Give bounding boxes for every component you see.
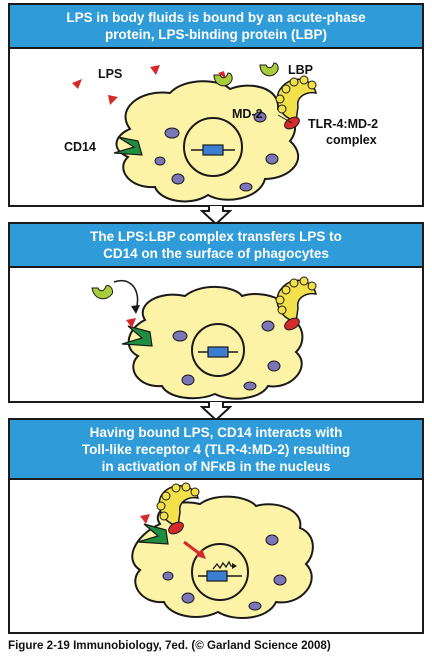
label-lbp: LBP (288, 63, 313, 77)
nfkb-gene (202, 144, 224, 156)
label-cd14: CD14 (64, 140, 96, 154)
panel-1-title-line1: LPS in body fluids is bound by an acute-… (66, 10, 366, 25)
panel-tlr4-activation: Having bound LPS, CD14 interacts with To… (8, 418, 424, 634)
panel-1-header: LPS in body fluids is bound by an acute-… (10, 5, 422, 49)
lbp-protein (259, 62, 279, 77)
vesicle (248, 601, 262, 611)
vesicle (171, 173, 185, 185)
vesicle (265, 153, 279, 165)
lbp-protein (213, 72, 233, 87)
cd14-receptor (113, 136, 143, 156)
panel-2-illustration (91, 276, 318, 400)
vesicle (253, 111, 267, 123)
panel-2-header: The LPS:LBP complex transfers LPS to CD1… (10, 224, 422, 268)
down-arrow-icon (200, 401, 232, 421)
nfkb-gene (206, 570, 228, 582)
vesicle (273, 574, 287, 586)
vesicle (154, 156, 166, 166)
vesicle (181, 374, 195, 386)
label-complex: complex (326, 133, 377, 147)
transcription-arrow (212, 560, 234, 570)
vesicle (239, 182, 253, 192)
panel-2-title-line1: The LPS:LBP complex transfers LPS to (90, 229, 342, 244)
lps-molecule (140, 514, 150, 524)
panel-3-header: Having bound LPS, CD14 interacts with To… (10, 420, 422, 480)
panel-3-title-line1: Having bound LPS, CD14 interacts with (89, 424, 343, 440)
panel-2-title-line2: CD14 on the surface of phagocytes (103, 246, 329, 261)
vesicle (265, 534, 279, 546)
vesicle (181, 592, 195, 604)
vesicle (172, 330, 188, 342)
nfkb-gene (207, 346, 229, 358)
vesicle (164, 127, 180, 139)
lps-molecule (150, 65, 160, 75)
panel-3-title-line2: Toll-like receptor 4 (TLR-4:MD-2) result… (81, 441, 351, 457)
panel-1-illustration (72, 62, 318, 203)
panel-3-title-line3: in activation of NFκB in the nucleus (101, 458, 331, 474)
label-tlr4-md2: TLR-4:MD-2 (308, 117, 379, 131)
lps-molecule (126, 318, 136, 328)
panel-cd14-transfer: The LPS:LBP complex transfers LPS to CD1… (8, 222, 424, 403)
vesicle (267, 360, 281, 372)
panel-3-illustration (131, 482, 314, 619)
vesicle (261, 320, 275, 332)
panel-lbp-binding: LPS in body fluids is bound by an acute-… (8, 3, 424, 207)
lps-molecule (72, 79, 82, 89)
panel-1-title-line2: protein, LPS-binding protein (LBP) (105, 27, 327, 42)
md2-protein (284, 317, 300, 331)
label-lps: LPS (98, 67, 123, 81)
vesicle (243, 381, 257, 391)
cd14-receptor (137, 523, 169, 545)
lbp-lps-complex (218, 71, 226, 79)
md2-protein (168, 521, 184, 535)
signal-arrow (183, 540, 201, 556)
vesicle (162, 571, 174, 581)
label-md2: MD-2 (232, 107, 263, 121)
down-arrow-icon (200, 205, 232, 225)
lps-molecule (108, 95, 118, 105)
lbp-protein (91, 285, 113, 300)
figure-caption: Figure 2-19 Immunobiology, 7ed. (© Garla… (8, 639, 331, 652)
transfer-arrow (113, 279, 139, 311)
